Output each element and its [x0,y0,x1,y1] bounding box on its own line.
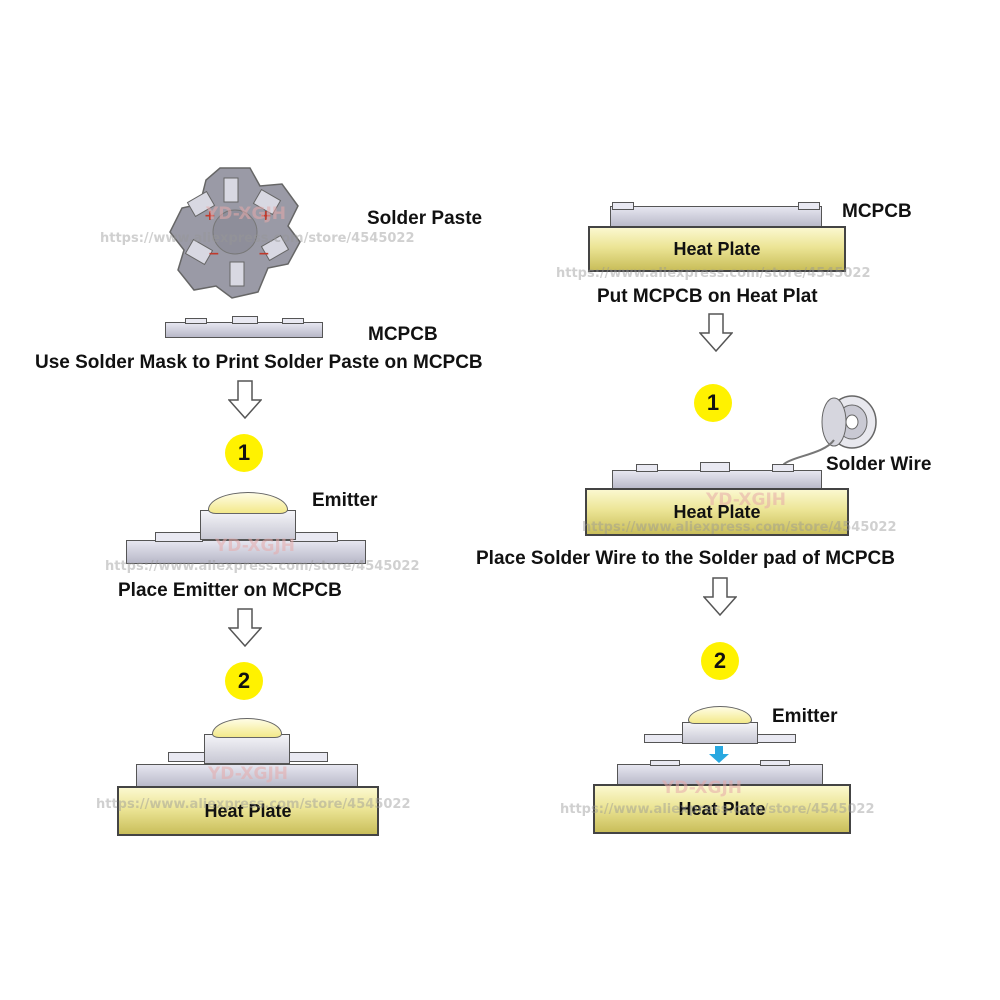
emitter-body [682,722,758,744]
star-mcpcb-icon: + + − − [169,167,301,299]
heat-plate: Heat Plate [117,786,379,836]
mcpcb-pad [798,202,820,210]
mcpcb-pad [650,760,680,766]
emitter-lens [212,718,282,738]
mcpcb-pad [155,532,203,542]
watermark-brand: YD-XGJH [706,490,787,510]
step-badge: 2 [225,662,263,700]
mcpcb-pad [612,202,634,210]
emitter-label: Emitter [312,490,378,511]
watermark-brand: YD-XGJH [215,536,296,556]
emitter-lens [208,492,288,514]
mcpcb-pad [772,464,794,472]
mcpcb-pad [760,760,790,766]
down-arrow-icon [227,608,263,653]
emitter-body [200,510,296,540]
watermark-url: https://www.aliexpress.com/store/4545022 [96,797,411,812]
step-badge: 1 [694,384,732,422]
down-arrow-icon [698,313,734,358]
emitter-lead [644,734,684,743]
emitter-label: Emitter [772,706,838,727]
emitter-lens [688,706,752,724]
watermark-brand: YD-XGJH [206,204,287,224]
heat-plate: Heat Plate [585,488,849,536]
svg-text:−: − [258,246,270,262]
svg-text:+: + [260,208,272,224]
step-badge: 2 [701,642,739,680]
step-caption: Place Solder Wire to the Solder pad of M… [476,548,895,569]
heat-plate: Heat Plate [588,226,846,272]
heat-plate: Heat Plate [593,784,851,834]
heat-plate-label: Heat Plate [678,798,766,819]
heat-plate-label: Heat Plate [673,238,761,259]
down-arrow-blue-icon [708,746,730,769]
mcpcb-side-view [610,206,822,228]
mcpcb-side-view [126,540,366,564]
mcpcb-pad [282,318,304,324]
mcpcb-pad [232,316,258,324]
heat-plate-label: Heat Plate [673,501,761,522]
mcpcb-pad [185,318,207,324]
watermark-url: https://www.aliexpress.com/store/4545022 [556,266,871,281]
mcpcb-side-view [612,470,822,490]
mcpcb-label: MCPCB [368,324,438,345]
svg-text:+: + [204,208,216,224]
watermark-url: https://www.aliexpress.com/store/4545022 [105,559,420,574]
mcpcb-pad [290,532,338,542]
solder-wire-spool-icon [764,394,884,481]
watermark-url: https://www.aliexpress.com/store/4545022 [100,231,415,246]
down-arrow-icon [702,577,738,622]
step-caption: Put MCPCB on Heat Plat [597,286,818,307]
watermark-brand: YD-XGJH [662,778,743,798]
emitter-lead [756,734,796,743]
mcpcb-label: MCPCB [842,201,912,222]
watermark-brand: YD-XGJH [208,764,289,784]
mcpcb-pad [700,462,730,472]
mcpcb-side-view [165,322,323,338]
star-mcpcb-figure: + + − − [160,160,310,310]
watermark-url: https://www.aliexpress.com/store/4545022 [582,520,897,535]
down-arrow-icon [227,380,263,425]
emitter-body [204,734,290,764]
step-caption: Place Emitter on MCPCB [118,580,342,601]
svg-text:−: − [208,246,220,262]
step-caption: Use Solder Mask to Print Solder Paste on… [35,352,483,373]
solder-wire-label: Solder Wire [826,454,932,475]
mcpcb-pad [636,464,658,472]
step-badge: 1 [225,434,263,472]
watermark-url: https://www.aliexpress.com/store/4545022 [560,802,875,817]
solder-paste-label: Solder Paste [367,208,483,229]
heat-plate-label: Heat Plate [204,800,292,821]
